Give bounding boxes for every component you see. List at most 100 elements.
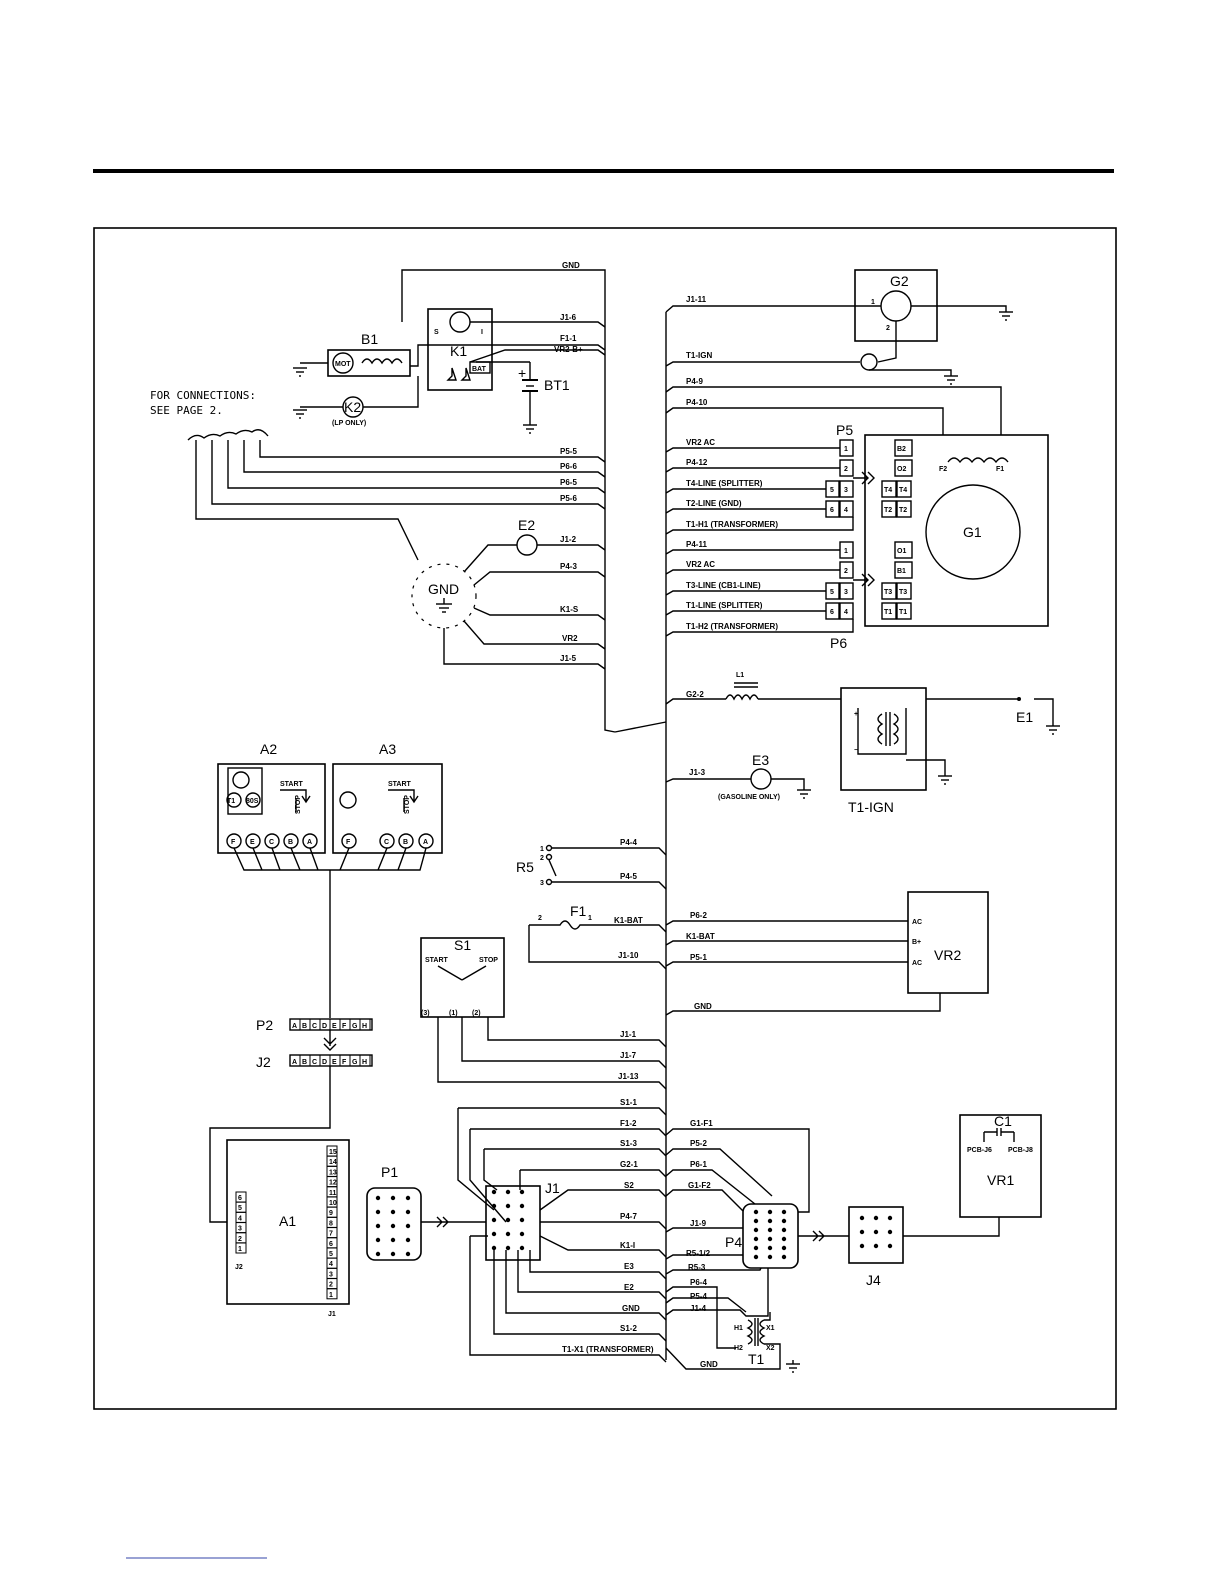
connector-pin: [859, 1215, 865, 1221]
pin-label: 3: [329, 1271, 333, 1278]
pin-label: 6: [329, 1241, 333, 1248]
svg-text:STOP: STOP: [479, 957, 498, 964]
svg-text:2: 2: [538, 915, 542, 922]
wire-s1-1: S1-1: [620, 1098, 637, 1107]
svg-text:(LP ONLY): (LP ONLY): [332, 420, 366, 427]
svg-text:STOP: STOP: [404, 795, 411, 814]
connector-pin: [491, 1231, 497, 1237]
wire-p4-10: P4-10: [686, 398, 708, 407]
wire-j1-11: J1-11: [686, 295, 707, 304]
svg-text:F: F: [231, 839, 236, 846]
b1-starter-motor: MOT B1: [293, 331, 411, 377]
svg-text:C1: C1: [994, 1113, 1012, 1129]
pin-label: G: [352, 1023, 358, 1030]
connector-pin: [753, 1209, 759, 1215]
pin-label: 5: [238, 1205, 242, 1212]
svg-text:(2): (2): [472, 1010, 481, 1017]
svg-text:1: 1: [844, 548, 848, 555]
connector-pin: [491, 1245, 497, 1251]
svg-text:1: 1: [844, 446, 848, 453]
svg-text:+: +: [518, 365, 526, 381]
svg-text:K1: K1: [450, 343, 467, 359]
wire-gnd-top: GND: [562, 261, 580, 270]
svg-text:J2: J2: [235, 1264, 243, 1271]
svg-text:E3: E3: [752, 752, 769, 768]
pin-label: 9: [329, 1210, 333, 1217]
connector-pin: [505, 1231, 511, 1237]
pin-label: 2: [238, 1236, 242, 1243]
wire-j1-4: J1-4: [690, 1304, 707, 1313]
svg-text:C: C: [384, 839, 389, 846]
wire-r5-12: R5-1/2: [686, 1249, 711, 1258]
wire-p6-5: P6-5: [560, 478, 577, 487]
pin-label: H: [362, 1023, 367, 1030]
svg-text:4: 4: [844, 507, 848, 514]
connector-pin: [887, 1229, 893, 1235]
svg-text:−: −: [854, 747, 858, 754]
pin-label: D: [322, 1023, 327, 1030]
svg-text:START: START: [388, 781, 412, 788]
pin-label: 7: [329, 1231, 333, 1238]
pin-label: 15: [329, 1149, 337, 1156]
svg-text:T1-IGN: T1-IGN: [848, 799, 894, 815]
p1-connector: P1: [366, 1164, 488, 1261]
wire-p6-6: P6-6: [560, 462, 577, 471]
t1-ground-symbol: [786, 1360, 800, 1373]
pin-label: 1: [329, 1292, 333, 1299]
a3-module: A3 START STOP F C B A: [332, 741, 443, 854]
svg-text:3: 3: [844, 487, 848, 494]
connector-pin: [505, 1245, 511, 1251]
svg-text:A1: A1: [279, 1213, 296, 1229]
connector-pin: [753, 1245, 759, 1251]
wire-p4-3: P4-3: [560, 562, 577, 571]
connector-pin: [405, 1195, 411, 1201]
svg-text:START: START: [425, 957, 449, 964]
pin-label: F: [342, 1059, 347, 1066]
svg-text:H1: H1: [734, 1325, 743, 1332]
svg-text:J4: J4: [866, 1272, 881, 1288]
connector-pin: [873, 1229, 879, 1235]
svg-text:BAT: BAT: [472, 366, 487, 373]
svg-text:A: A: [423, 839, 428, 846]
svg-text:B1: B1: [897, 568, 906, 575]
svg-text:(1): (1): [449, 1010, 458, 1017]
svg-text:B+: B+: [912, 939, 921, 946]
j1-connector: J1: [485, 1180, 560, 1261]
wire-s2: S2: [624, 1181, 634, 1190]
k2-lp-valve: K2 (LP ONLY): [293, 376, 419, 427]
svg-text:A2: A2: [260, 741, 277, 757]
connector-pin: [781, 1245, 787, 1251]
wire-t1-ign: T1-IGN: [686, 351, 712, 360]
svg-text:F2: F2: [939, 466, 947, 473]
svg-text:T4: T4: [884, 487, 892, 494]
wire-p5-5: P5-5: [560, 447, 577, 456]
connector-pin: [375, 1209, 381, 1215]
svg-text:MOT: MOT: [335, 361, 351, 368]
connector-pin: [753, 1227, 759, 1233]
connector-pin: [505, 1203, 511, 1209]
svg-text:80S: 80S: [246, 798, 259, 805]
svg-text:2: 2: [540, 855, 544, 862]
wire-t3-line: T3-LINE (CB1-LINE): [686, 581, 761, 590]
pin-label: F: [342, 1023, 347, 1030]
connector-pin: [405, 1251, 411, 1257]
wire-p4-7: P4-7: [620, 1212, 637, 1221]
wire-j1-6: J1-6: [560, 313, 577, 322]
bt1-battery: + BT1: [518, 362, 570, 434]
vr1-regulator: VR1 C1 PCB-J6 PCB-J8: [959, 1113, 1042, 1218]
pin-label: 11: [329, 1190, 337, 1197]
svg-text:E2: E2: [518, 517, 535, 533]
wire-e2: E2: [624, 1283, 634, 1292]
wire-p5-6: P5-6: [560, 494, 577, 503]
svg-text:BT1: BT1: [544, 377, 570, 393]
wire-gnd-vr2: GND: [694, 1002, 712, 1011]
wire-s1-3: S1-3: [620, 1139, 637, 1148]
pin-label: 14: [329, 1159, 337, 1166]
svg-text:6: 6: [830, 507, 834, 514]
wire-j1-7: J1-7: [620, 1051, 637, 1060]
wire-t1-h2: T1-H2 (TRANSFORMER): [686, 622, 778, 631]
connector-pin: [375, 1195, 381, 1201]
